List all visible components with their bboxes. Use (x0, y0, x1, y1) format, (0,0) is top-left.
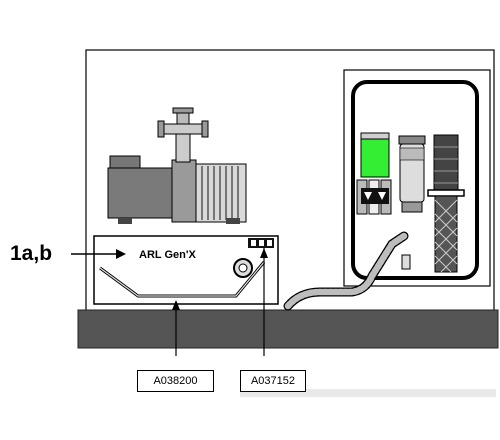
callout-label: 1a,b (10, 242, 53, 265)
vacuum-pump (107, 107, 247, 224)
ref-box-left: A038200 (137, 370, 214, 392)
device-name-label: ARL Gen'X (139, 249, 196, 261)
ref-box-right: A037152 (240, 370, 306, 392)
base-slab (77, 309, 499, 349)
canister (398, 135, 426, 213)
leader-a038200 (172, 300, 180, 356)
leader-a037152 (260, 248, 268, 356)
scan-residue (240, 389, 496, 397)
instrument-box (93, 235, 279, 305)
green-indicator-unit (356, 132, 392, 215)
callout-arrow (71, 249, 126, 259)
braided-hose (283, 231, 411, 311)
filter-column (427, 134, 465, 273)
